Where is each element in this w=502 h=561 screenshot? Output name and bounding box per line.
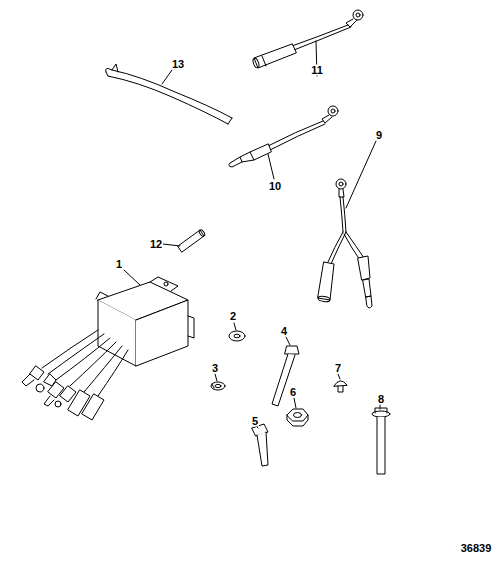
callout-number: 13 bbox=[171, 59, 185, 70]
hex-bolt bbox=[252, 424, 268, 466]
callout-number: 10 bbox=[268, 181, 282, 192]
callout-number: 9 bbox=[375, 130, 383, 141]
hex-nut bbox=[287, 409, 308, 426]
hex-bolt bbox=[272, 346, 299, 406]
insulator-sleeve bbox=[178, 229, 206, 252]
y-lead bbox=[318, 179, 372, 308]
callout-number: 5 bbox=[251, 416, 259, 427]
callout-number: 7 bbox=[334, 363, 342, 374]
flat-washer bbox=[229, 331, 245, 341]
voltage-regulator bbox=[22, 277, 194, 420]
bullet-lead bbox=[229, 106, 338, 167]
callout-number: 11 bbox=[310, 65, 324, 76]
leader-lines bbox=[124, 41, 380, 428]
callout-number: 12 bbox=[149, 239, 163, 250]
cable-strap bbox=[106, 64, 232, 124]
callout-number: 2 bbox=[229, 311, 237, 322]
flange-screw bbox=[372, 408, 390, 474]
callout-number: 3 bbox=[211, 363, 219, 374]
callout-number: 8 bbox=[377, 394, 385, 405]
callout-number: 1 bbox=[115, 259, 123, 270]
ground-lead bbox=[252, 10, 363, 69]
callout-number: 6 bbox=[289, 387, 297, 398]
callout-number: 4 bbox=[280, 326, 288, 337]
figure-number: 36839 bbox=[460, 543, 493, 554]
button-screw bbox=[334, 381, 347, 392]
lock-washer bbox=[211, 382, 225, 390]
